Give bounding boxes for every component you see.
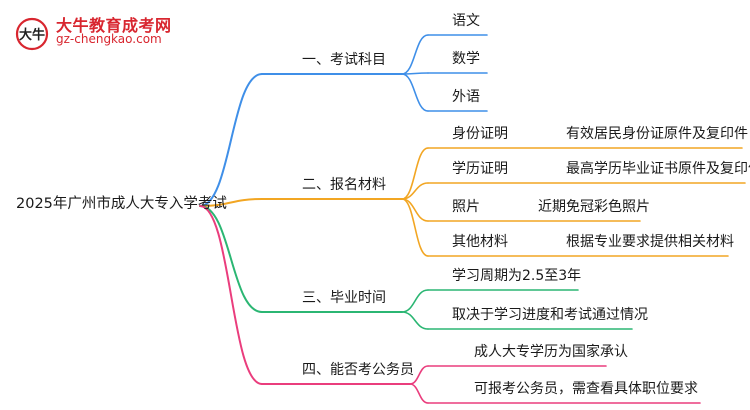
leaf-other-materials: 其他材料 [452,234,508,250]
svg-text:大牛: 大牛 [19,27,45,43]
connector-branch-1-leaf-3 [401,73,429,112]
connector-root-branch-4 [199,205,263,385]
leaf-education-proof: 学历证明 [452,161,508,177]
connector-branch-4-leaf-1 [409,365,429,385]
connector-root-branch-3 [199,205,263,313]
leaf-identity-proof: 身份证明 [452,126,508,142]
connector-branch-2-leaf-4 [401,198,429,257]
logo-icon: 大牛 [15,17,49,51]
branch-exam-subjects: 一、考试科目 [302,52,386,68]
leaf-chinese: 语文 [452,13,480,29]
branch-application-materials: 二、报名材料 [302,177,386,193]
branch-graduation-time: 三、毕业时间 [302,290,386,306]
logo-title: 大牛教育成考网 [56,16,172,35]
connector-branch-3-leaf-2 [401,311,429,330]
connector-root-branch-2 [199,198,263,207]
leaf-photo: 照片 [452,199,480,215]
leaf-study-period: 学习周期为2.5至3年 [452,268,582,284]
logo-url: gz-chengkao.com [56,32,162,46]
branch-civil-service: 四、能否考公务员 [302,362,414,378]
connector-branch-3-leaf-1 [401,289,429,313]
connector-branch-1-leaf-1 [401,34,429,75]
leaf-foreign-language: 外语 [452,89,480,105]
leaf-state-recognized: 成人大专学历为国家承认 [474,344,628,360]
leaf-can-apply-civil-service: 可报考公务员，需查看具体职位要求 [474,381,698,397]
connector-branch-2-leaf-2 [401,182,429,200]
leaf-education-proof-detail: 最高学历毕业证书原件及复印件 [566,161,750,177]
leaf-depends-on-progress: 取决于学习进度和考试通过情况 [452,307,648,323]
leaf-photo-detail: 近期免冠彩色照片 [538,199,650,215]
leaf-identity-proof-detail: 有效居民身份证原件及复印件 [566,126,748,142]
connector-branch-4-leaf-2 [409,383,429,404]
connector-branch-2-leaf-1 [401,147,429,200]
connector-branch-2-leaf-3 [401,198,429,222]
leaf-other-materials-detail: 根据专业要求提供相关材料 [566,234,734,250]
connector-root-branch-1 [199,73,263,207]
leaf-math: 数学 [452,51,480,67]
root-node: 2025年广州市成人大专入学考试 [16,196,227,212]
